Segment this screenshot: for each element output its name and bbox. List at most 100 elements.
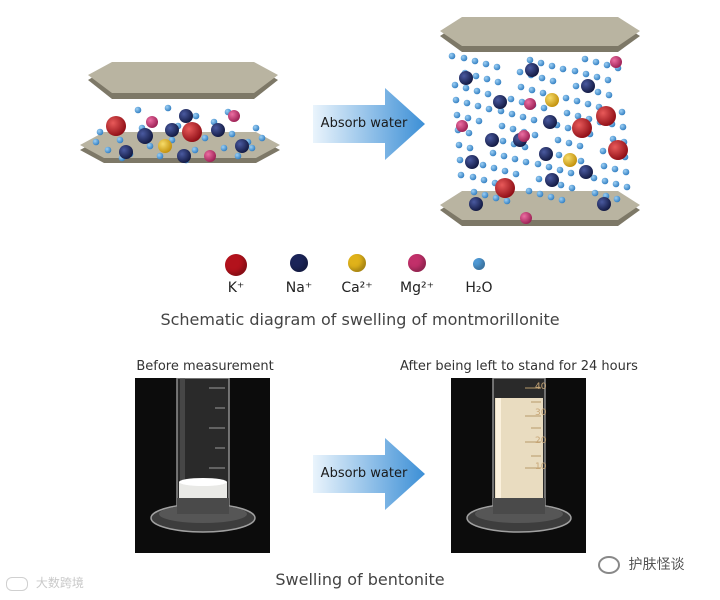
na-ion [469,197,483,211]
na-ion [137,128,153,144]
water-molecule [485,91,492,98]
water-molecule [564,110,571,117]
water-molecule [602,178,609,185]
mg-ion [518,130,530,142]
water-molecule [259,135,266,142]
water-molecule [458,172,465,179]
water-molecule [541,105,548,112]
water-molecule [481,177,488,184]
water-molecule [508,96,515,103]
water-molecule [624,184,631,191]
water-molecule [202,135,209,142]
water-molecule [512,156,519,163]
na-ion [539,147,553,161]
water-molecule [595,89,602,96]
watermark-right-text: 护肤怪谈 [628,557,684,573]
water-molecule [467,145,474,152]
bentonite-caption: Swelling of bentonite [210,570,510,589]
watermark-right: 护肤怪谈 [598,554,684,574]
water-molecule [509,111,516,118]
water-molecule [613,181,620,188]
na-ion [493,95,507,109]
na-ion [579,165,593,179]
water-molecule [495,79,502,86]
water-molecule [513,171,520,178]
ca-ion [545,93,559,107]
water-molecule [490,150,497,157]
water-molecule [582,56,589,63]
water-molecule [93,139,100,146]
watermark-left: 大数跨境 [6,574,84,591]
before-cylinder-illustration [135,378,270,553]
mg-ion [228,110,240,122]
legend-item-mg: Mg²⁺ [387,254,447,296]
water-molecule [463,85,470,92]
water-molecule [540,90,547,97]
water-molecule [592,190,599,197]
water-molecule [464,100,471,107]
water-molecule [249,145,256,152]
k-ion [106,116,126,136]
ca-ion [563,153,577,167]
na-ion [485,133,499,147]
water-molecule [555,137,562,144]
water-molecule [536,176,543,183]
ca-ion-icon [348,254,366,272]
water-molecule [135,107,142,114]
water-molecule [559,197,566,204]
water-molecule [623,169,630,176]
water-molecule [229,131,236,138]
water-molecule [470,174,477,181]
water-molecule [476,118,483,125]
water-molecule [482,192,489,199]
water-molecule [531,117,538,124]
water-molecule [614,196,621,203]
mg-ion [520,212,532,224]
k-ion [608,140,628,160]
na-ion [459,71,473,85]
water-molecule [457,157,464,164]
water-molecule [221,145,228,152]
mg-ion [146,116,158,128]
water-molecule [556,152,563,159]
na-ion [597,197,611,211]
water-molecule [538,60,545,67]
mg-ion [204,150,216,162]
na-ion [165,123,179,137]
water-molecule [475,103,482,110]
water-molecule [526,188,533,195]
water-molecule [593,59,600,66]
water-molecule [165,105,172,112]
absorb-water-label-bottom: Absorb water [318,466,410,481]
water-molecule [568,170,575,177]
water-molecule [601,163,608,170]
water-molecule [594,74,601,81]
wechat-logo-icon [598,556,620,574]
water-molecule [537,191,544,198]
water-molecule [157,153,164,160]
na-ion [119,145,133,159]
na-ion [581,79,595,93]
after-cylinder-illustration [451,378,586,553]
na-ion [177,149,191,163]
water-molecule [193,113,200,120]
water-molecule [499,123,506,130]
after-photo: 40 30 20 10 [451,378,586,553]
water-molecule [192,147,199,154]
water-molecule [577,143,584,150]
k-ion [572,118,592,138]
water-molecule [569,185,576,192]
na-ion [545,173,559,187]
water-molecule [523,159,530,166]
k-ion [495,178,515,198]
legend-item-ca: Ca²⁺ [327,254,387,296]
k-ion-icon [225,254,247,276]
water-molecule [583,71,590,78]
water-molecule [235,153,242,160]
ca-ion [158,139,172,153]
k-ion [596,106,616,126]
weibo-logo-icon [6,577,28,591]
water-molecule [518,84,525,91]
mg-ion-icon [408,254,426,272]
water-molecule [604,62,611,69]
